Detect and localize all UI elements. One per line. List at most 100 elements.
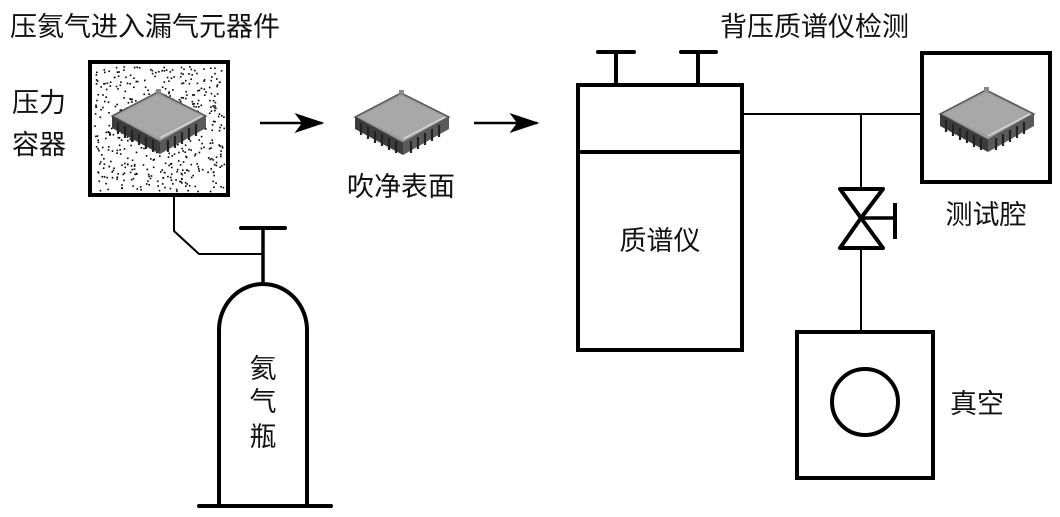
helium-particle	[220, 155, 222, 158]
helium-particle	[123, 97, 125, 99]
helium-particle	[121, 187, 123, 190]
helium-particle	[104, 82, 106, 85]
helium-particle	[216, 85, 218, 88]
helium-particle	[103, 69, 106, 71]
helium-particle	[106, 82, 109, 84]
helium-particle	[108, 112, 110, 114]
helium-particle	[169, 95, 171, 97]
helium-particle	[175, 188, 178, 191]
helium-particle	[127, 157, 129, 160]
helium-particle	[112, 133, 115, 136]
helium-particle	[113, 76, 116, 79]
helium-particle	[136, 188, 139, 190]
helium-particle	[211, 139, 213, 141]
purged-chip-icon	[353, 88, 451, 157]
helium-particle	[185, 90, 187, 93]
helium-particle	[95, 104, 97, 107]
helium-particle	[163, 66, 165, 69]
helium-particle	[217, 115, 220, 118]
helium-particle	[105, 182, 107, 185]
helium-particle	[156, 180, 159, 183]
helium-particle	[123, 69, 125, 71]
helium-particle	[213, 163, 216, 166]
helium-particle	[190, 149, 192, 151]
helium-particle	[215, 182, 217, 184]
helium-particle	[102, 167, 105, 169]
helium-particle	[209, 158, 211, 161]
helium-particle	[180, 66, 183, 69]
helium-particle	[171, 69, 174, 71]
helium-particle	[108, 70, 110, 73]
helium-particle	[143, 93, 145, 96]
helium-particle	[205, 91, 207, 93]
helium-particle	[212, 159, 214, 161]
test-chamber-label: 测试腔	[946, 200, 1027, 231]
helium-particle	[215, 156, 218, 158]
pressure-vessel-label-line2: 容器	[12, 130, 66, 161]
helium-particle	[103, 158, 105, 160]
helium-particle	[169, 71, 172, 73]
helium-particle	[197, 165, 200, 168]
helium-particle	[170, 179, 173, 181]
helium-particle	[123, 172, 126, 174]
helium-particle	[188, 73, 190, 75]
helium-particle	[111, 176, 114, 179]
helium-particle	[172, 183, 174, 185]
helium-particle	[107, 149, 110, 151]
helium-particle	[168, 152, 170, 155]
helium-particle	[177, 160, 180, 162]
helium-particle	[95, 135, 97, 138]
helium-particle	[164, 172, 166, 174]
helium-particle	[193, 94, 196, 96]
helium-particle	[219, 166, 221, 168]
pressure-vessel-label-line1: 压力	[12, 88, 66, 119]
helium-particle	[185, 156, 188, 159]
helium-particle	[99, 116, 102, 118]
helium-particle	[218, 81, 221, 83]
helium-particle	[116, 103, 118, 106]
helium-particle	[197, 99, 200, 102]
helium-particle	[196, 82, 199, 85]
helium-particle	[116, 152, 118, 154]
helium-particle	[210, 106, 212, 108]
helium-particle	[189, 66, 191, 68]
helium-particle	[214, 67, 216, 70]
helium-particle	[118, 71, 120, 73]
helium-particle	[133, 77, 135, 79]
helium-particle	[207, 157, 210, 159]
helium-particle	[196, 102, 199, 105]
helium-particle	[184, 172, 186, 174]
helium-particle	[96, 135, 99, 137]
helium-particle	[132, 139, 134, 142]
helium-particle	[148, 93, 150, 95]
helium-particle	[101, 146, 104, 149]
helium-particle	[210, 147, 212, 149]
helium-particle	[151, 72, 154, 75]
helium-particle	[203, 68, 205, 70]
cylinder-label-char-2: 气	[250, 387, 277, 418]
helium-particle	[132, 185, 134, 187]
helium-particle	[151, 69, 154, 72]
helium-particle	[164, 88, 167, 90]
helium-particle	[140, 188, 142, 191]
helium-particle	[171, 155, 173, 157]
helium-particle	[203, 80, 205, 82]
helium-particle	[215, 107, 217, 110]
helium-particle	[127, 163, 129, 166]
helium-particle	[164, 186, 166, 189]
helium-particle	[129, 171, 132, 174]
helium-particle	[121, 164, 123, 166]
helium-particle	[117, 173, 119, 175]
helium-particle	[131, 159, 134, 162]
helium-particle	[187, 189, 189, 192]
valve-icon[interactable]	[838, 187, 897, 250]
mass-spectrometer	[576, 50, 744, 352]
helium-particle	[195, 106, 198, 108]
helium-particle	[103, 163, 106, 165]
helium-particle	[191, 100, 194, 103]
helium-particle	[214, 120, 216, 123]
helium-particle	[146, 168, 149, 171]
helium-particle	[115, 66, 118, 69]
helium-particle	[116, 71, 119, 73]
